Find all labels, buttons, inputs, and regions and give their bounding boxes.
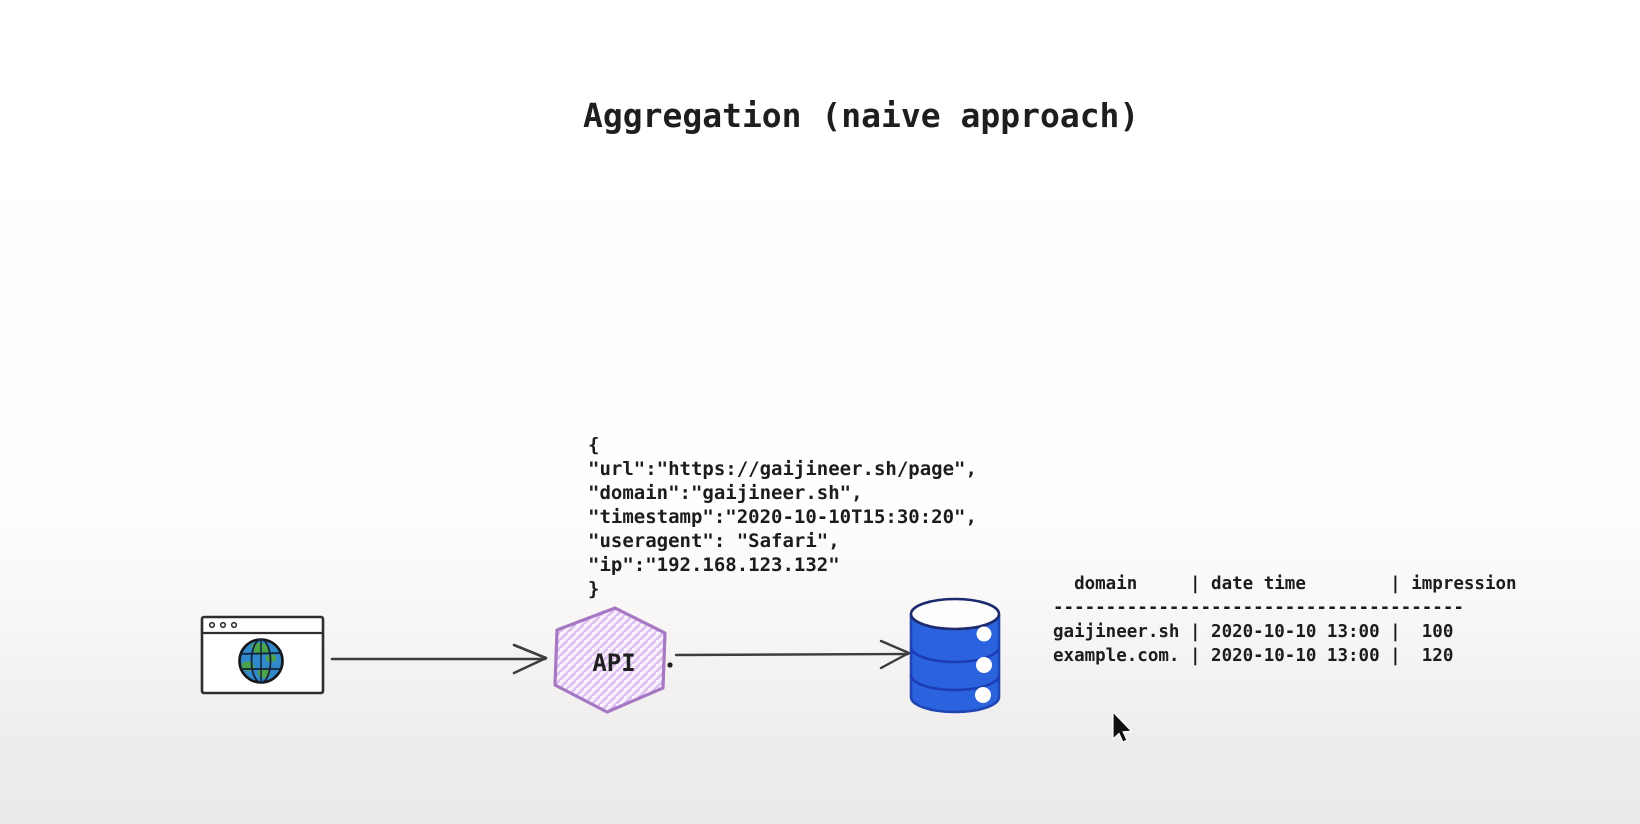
ink-dot (667, 662, 673, 668)
db-divider (909, 646, 1001, 664)
db-hole-icon (975, 687, 991, 703)
json-payload-line: "timestamp":"2020-10-10T15:30:20", (588, 506, 977, 528)
db-top-ellipse (909, 597, 1001, 631)
json-payload-line: "useragent": "Safari", (588, 530, 840, 552)
table-row: example.com. | 2020-10-10 13:00 | 120 (1053, 646, 1454, 666)
database-cylinder-icon (909, 597, 1001, 714)
table-row: gaijineer.sh | 2020-10-10 13:00 | 100 (1053, 622, 1454, 642)
json-payload-block: { "url":"https://gaijineer.sh/page", "do… (588, 433, 977, 601)
browser-dot-icon (208, 621, 216, 629)
browser-dot-icon (230, 621, 238, 629)
json-payload-line: "url":"https://gaijineer.sh/page", (588, 458, 977, 480)
json-payload-line: "ip":"192.168.123.132" (588, 554, 840, 576)
browser-window-icon (200, 615, 325, 695)
browser-dot-icon (219, 621, 227, 629)
db-hole-icon (976, 657, 992, 673)
table-header: domain | date time | impression (1053, 574, 1517, 594)
db-hole-icon (976, 626, 992, 642)
json-payload-line: "domain":"gaijineer.sh", (588, 482, 863, 504)
api-hexagon-icon: API (553, 606, 673, 714)
page-title: Aggregation (naive approach) (583, 96, 1140, 135)
json-payload-line: } (588, 578, 600, 600)
arrow-api-to-database-icon (674, 639, 911, 670)
globe-icon (238, 638, 284, 684)
json-payload-line: { (588, 434, 600, 456)
mouse-cursor-icon (1112, 710, 1133, 743)
api-label: API (592, 649, 635, 677)
arrow-browser-to-api-icon (330, 643, 548, 675)
table-separator: --------------------------------------- (1053, 598, 1464, 618)
aggregation-table: domain | date time | impression --------… (1053, 572, 1517, 668)
db-divider (909, 674, 1001, 692)
